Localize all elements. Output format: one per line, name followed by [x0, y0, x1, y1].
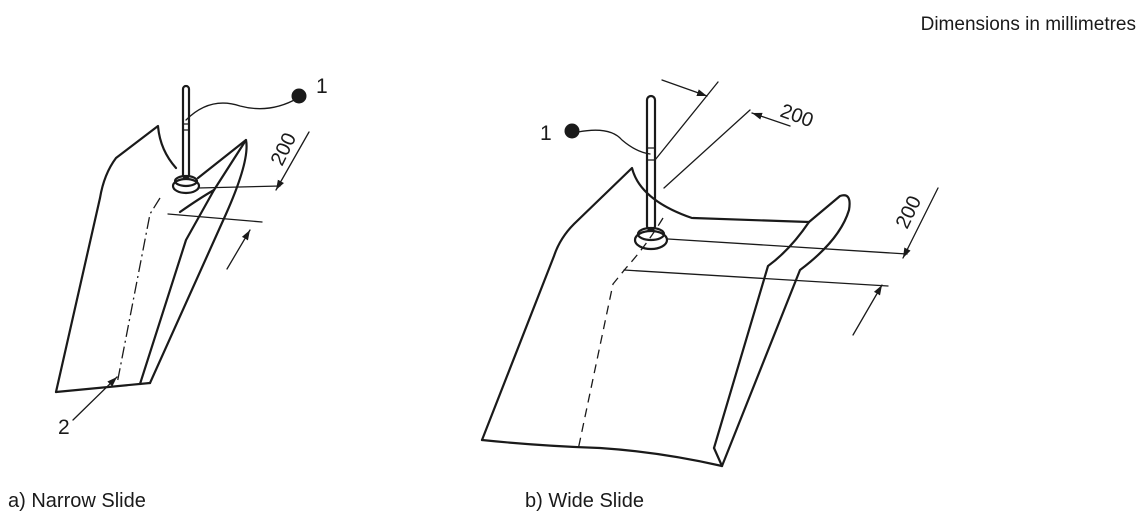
wide-side-dim-extension-1	[667, 238, 908, 255]
wide-slide-outer-edge	[480, 166, 694, 442]
wide-top-dim-line-left	[661, 79, 708, 97]
wide-key-1-leader	[577, 129, 651, 155]
narrow-slide-outer-edge	[54, 124, 178, 394]
wide-slide-centreline	[577, 217, 664, 451]
narrow-slide-wall-inner	[138, 188, 216, 386]
wide-slide-wall-inner	[691, 216, 811, 450]
wide-slide-wall-lip	[712, 446, 724, 468]
caption-wide-slide: b) Wide Slide	[525, 490, 644, 512]
wide-key-1-dot	[564, 123, 580, 139]
narrow-slide-wall-top	[212, 138, 248, 192]
narrow-slide-centreline	[116, 197, 161, 385]
wide-top-dim-extension-1	[654, 81, 719, 161]
narrow-dim-line-upper	[275, 131, 310, 191]
narrow-dim-extension-2	[167, 213, 263, 223]
narrow-slide-bottom-edge	[54, 381, 152, 394]
wide-slide-drawing: 1 200 200	[480, 79, 939, 468]
wide-key-1-label: 1	[540, 122, 552, 145]
wide-side-dim-line-upper	[902, 187, 939, 259]
dimensions-note: Dimensions in millimetres	[920, 14, 1136, 35]
wide-top-dim-line-right	[751, 112, 791, 127]
wide-side-dim-extension-2	[623, 269, 889, 287]
narrow-probe-rod	[181, 84, 191, 180]
narrow-key-1-dot	[291, 88, 307, 104]
wide-slide-wall-outer	[720, 194, 851, 468]
narrow-dim-line-lower	[226, 229, 251, 270]
narrow-key-1-label: 1	[316, 75, 328, 98]
wide-slide-bottom-edge	[480, 438, 724, 468]
narrow-dim-label: 200	[267, 130, 301, 170]
wide-top-dim-label: 200	[777, 100, 816, 132]
narrow-dim-extension-1	[197, 185, 281, 189]
wide-probe-rod	[645, 94, 657, 232]
narrow-key-2-leader	[72, 376, 118, 421]
narrow-key-1-leader	[185, 97, 299, 121]
narrow-slide-drawing: 1 200 2	[54, 75, 328, 439]
wide-side-dim-label: 200	[892, 193, 926, 233]
narrow-key-2-label: 2	[58, 416, 70, 439]
wide-top-dim-extension-2	[663, 109, 751, 189]
wide-side-dim-line-lower	[852, 284, 883, 336]
caption-narrow-slide: a) Narrow Slide	[8, 490, 146, 512]
